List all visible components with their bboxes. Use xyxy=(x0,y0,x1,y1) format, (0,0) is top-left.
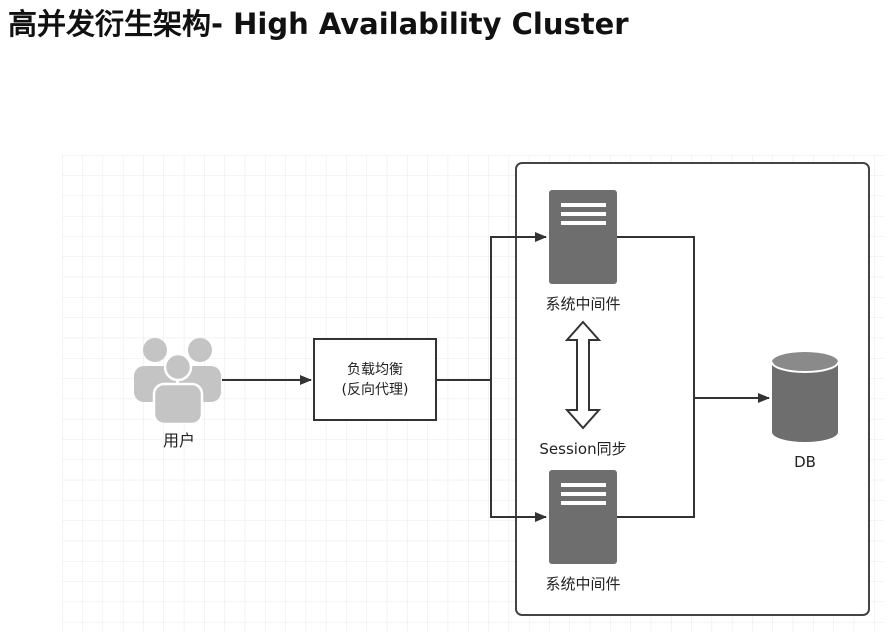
server-icon[interactable] xyxy=(549,190,617,284)
server-icon[interactable] xyxy=(549,470,617,564)
db-label: DB xyxy=(794,453,816,471)
arrow-lb-to-server-bottom xyxy=(490,380,547,522)
arrow-lb-to-server-top xyxy=(490,232,547,380)
session-sync-label: Session同步 xyxy=(539,440,626,458)
load-balancer-box[interactable] xyxy=(313,338,437,421)
users-icon xyxy=(134,338,221,426)
page-title: 高并发衍生架构- High Availability Cluster xyxy=(8,7,629,41)
server-top-label: 系统中间件 xyxy=(545,295,620,313)
load-balancer-sublabel: (反向代理) xyxy=(342,382,409,398)
connector-server-bottom-db xyxy=(617,398,695,518)
connector-server-top-db xyxy=(617,236,695,398)
double-arrow-icon xyxy=(564,320,602,430)
server-bottom-label: 系统中间件 xyxy=(545,575,620,593)
user-label: 用户 xyxy=(163,431,195,450)
load-balancer-label: 负载均衡 xyxy=(347,362,403,378)
database-icon[interactable] xyxy=(771,352,839,442)
